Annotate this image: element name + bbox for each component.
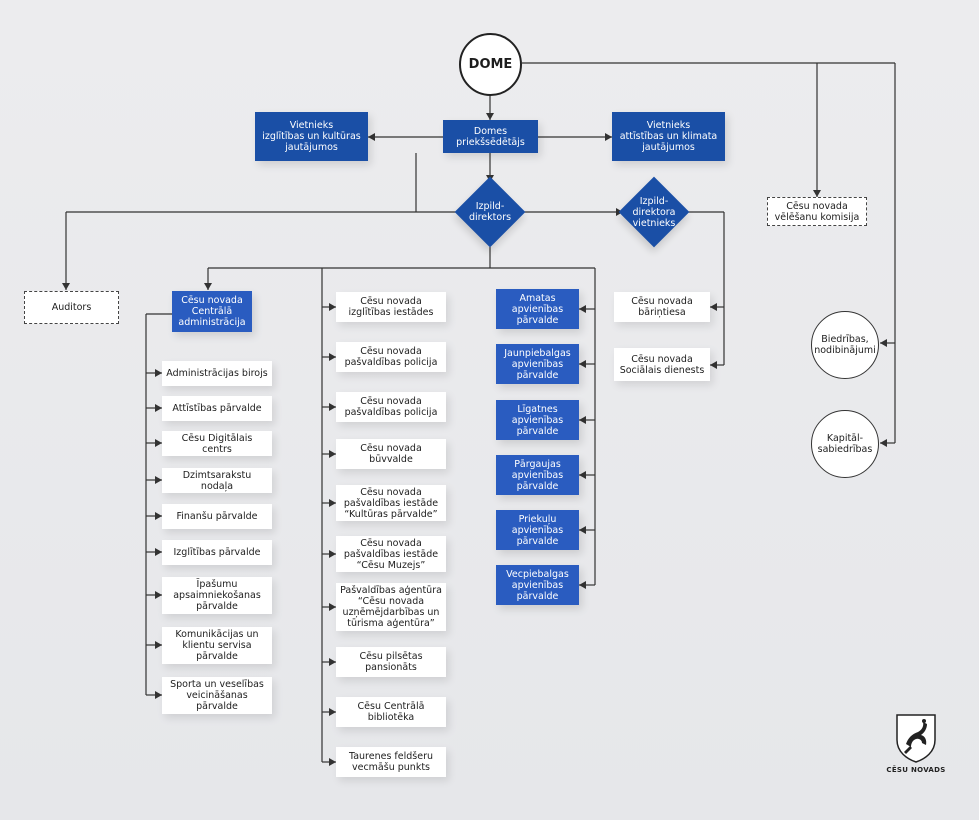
auditors-label: Auditors [51, 302, 92, 313]
central-admin-box[interactable]: Cēsu novada Centrālā administrācija [172, 291, 252, 332]
dome-node[interactable]: DOME [459, 33, 522, 96]
institution-label: Cēsu novada pašvaldības iestāde “Cēsu Mu… [343, 537, 439, 571]
union-label: Amatas apvienības pārvalde [511, 292, 564, 326]
chairman-label: Domes priekšsēdētājs [456, 125, 525, 148]
exec-director-label: Izpild- direktors [468, 201, 512, 223]
companies-label: Kapitāl- sabiedrības [817, 433, 873, 455]
admin-item-8[interactable]: Sporta un veselības veicināšanas pārvald… [162, 677, 272, 714]
coat-of-arms-icon [896, 714, 936, 763]
union-5[interactable]: Vecpiebalgas apvienības pārvalde [496, 565, 579, 605]
institution-4[interactable]: Cēsu novada pašvaldības iestāde “Kultūra… [336, 485, 446, 521]
orphan-court-box[interactable]: Cēsu novada bāriņtiesa [614, 292, 710, 322]
union-4[interactable]: Priekuļu apvienības pārvalde [496, 510, 579, 550]
union-label: Vecpiebalgas apvienības pārvalde [506, 568, 569, 602]
institution-2[interactable]: Cēsu novada pašvaldības policija [336, 392, 446, 422]
admin-item-label: Dzimtsarakstu nodaļa [182, 469, 252, 492]
institution-label: Cēsu novada izglītības iestādes [348, 296, 434, 318]
companies-node[interactable]: Kapitāl- sabiedrības [811, 410, 879, 478]
deputy-development-box[interactable]: Vietnieks attīstības un klimata jautājum… [612, 112, 725, 161]
associations-label: Biedrības, nodibinājumi [814, 334, 876, 356]
admin-item-0[interactable]: Administrācijas birojs [162, 361, 272, 386]
logo-text: CĒSU NOVADS [886, 766, 946, 774]
union-label: Pārgaujas apvienības pārvalde [511, 458, 564, 492]
admin-item-label: Komunikācijas un klientu servisa pārvald… [175, 629, 259, 662]
exec-director-node[interactable]: Izpild- direktors [454, 176, 526, 248]
institution-label: Taurenes feldšeru vecmāšu punkts [348, 751, 434, 773]
election-commission-label: Cēsu novada vēlēšanu komisija [774, 200, 860, 223]
institution-9[interactable]: Taurenes feldšeru vecmāšu punkts [336, 747, 446, 777]
institution-label: Cēsu Centrālā bibliotēka [357, 701, 425, 723]
union-3[interactable]: Pārgaujas apvienības pārvalde [496, 455, 579, 495]
social-service-label: Cēsu novada Sociālais dienests [619, 353, 705, 376]
institution-1[interactable]: Cēsu novada pašvaldības policija [336, 342, 446, 372]
admin-item-label: Sporta un veselības veicināšanas pārvald… [170, 679, 264, 712]
institution-label: Cēsu pilsētas pansionāts [359, 651, 423, 673]
admin-item-5[interactable]: Izglītības pārvalde [162, 540, 272, 565]
union-0[interactable]: Amatas apvienības pārvalde [496, 289, 579, 329]
admin-item-label: Administrācijas birojs [166, 368, 268, 379]
admin-item-3[interactable]: Dzimtsarakstu nodaļa [162, 468, 272, 493]
admin-item-label: Izglītības pārvalde [173, 547, 261, 558]
admin-item-7[interactable]: Komunikācijas un klientu servisa pārvald… [162, 627, 272, 664]
union-label: Jaunpiebalgas apvienības pārvalde [504, 347, 571, 381]
union-label: Priekuļu apvienības pārvalde [511, 513, 564, 547]
institution-7[interactable]: Cēsu pilsētas pansionāts [336, 647, 446, 677]
admin-item-label: Īpašumu apsaimniekošanas pārvalde [173, 579, 261, 612]
institution-6[interactable]: Pašvaldības aģentūra “Cēsu novada uzņēmē… [336, 583, 446, 631]
admin-item-1[interactable]: Attīstības pārvalde [162, 396, 272, 421]
institution-label: Cēsu novada būvvalde [360, 443, 422, 465]
auditors-box[interactable]: Auditors [24, 291, 119, 324]
institution-0[interactable]: Cēsu novada izglītības iestādes [336, 292, 446, 322]
admin-item-label: Attīstības pārvalde [172, 403, 262, 414]
associations-node[interactable]: Biedrības, nodibinājumi [811, 311, 879, 379]
cesu-novads-logo: CĒSU NOVADS [886, 712, 946, 782]
deputy-education-box[interactable]: Vietnieks izglītības un kultūras jautāju… [255, 112, 368, 161]
central-admin-label: Cēsu novada Centrālā administrācija [178, 295, 246, 328]
institution-label: Cēsu novada pašvaldības policija [344, 396, 438, 418]
deputy-development-label: Vietnieks attīstības un klimata jautājum… [619, 120, 718, 153]
exec-deputy-label: Izpild- direktora vietnieks [632, 195, 676, 229]
election-commission-box[interactable]: Cēsu novada vēlēšanu komisija [767, 197, 867, 226]
social-service-box[interactable]: Cēsu novada Sociālais dienests [614, 348, 710, 381]
admin-item-4[interactable]: Finanšu pārvalde [162, 504, 272, 529]
orphan-court-label: Cēsu novada bāriņtiesa [631, 296, 693, 318]
dome-label: DOME [468, 57, 513, 72]
institution-label: Pašvaldības aģentūra “Cēsu novada uzņēmē… [340, 585, 442, 629]
institution-label: Cēsu novada pašvaldības iestāde “Kultūra… [343, 486, 439, 520]
union-2[interactable]: Līgatnes apvienības pārvalde [496, 400, 579, 440]
admin-item-2[interactable]: Cēsu Digitālais centrs [162, 431, 272, 456]
admin-item-label: Cēsu Digitālais centrs [181, 432, 253, 455]
union-label: Līgatnes apvienības pārvalde [511, 403, 564, 437]
exec-deputy-node[interactable]: Izpild- direktora vietnieks [618, 176, 690, 248]
admin-item-label: Finanšu pārvalde [176, 511, 258, 522]
chairman-box[interactable]: Domes priekšsēdētājs [443, 120, 538, 153]
institution-label: Cēsu novada pašvaldības policija [344, 346, 438, 368]
institution-5[interactable]: Cēsu novada pašvaldības iestāde “Cēsu Mu… [336, 536, 446, 572]
deputy-education-label: Vietnieks izglītības un kultūras jautāju… [262, 120, 361, 153]
institution-3[interactable]: Cēsu novada būvvalde [336, 439, 446, 469]
institution-8[interactable]: Cēsu Centrālā bibliotēka [336, 697, 446, 727]
union-1[interactable]: Jaunpiebalgas apvienības pārvalde [496, 344, 579, 384]
admin-item-6[interactable]: Īpašumu apsaimniekošanas pārvalde [162, 577, 272, 614]
